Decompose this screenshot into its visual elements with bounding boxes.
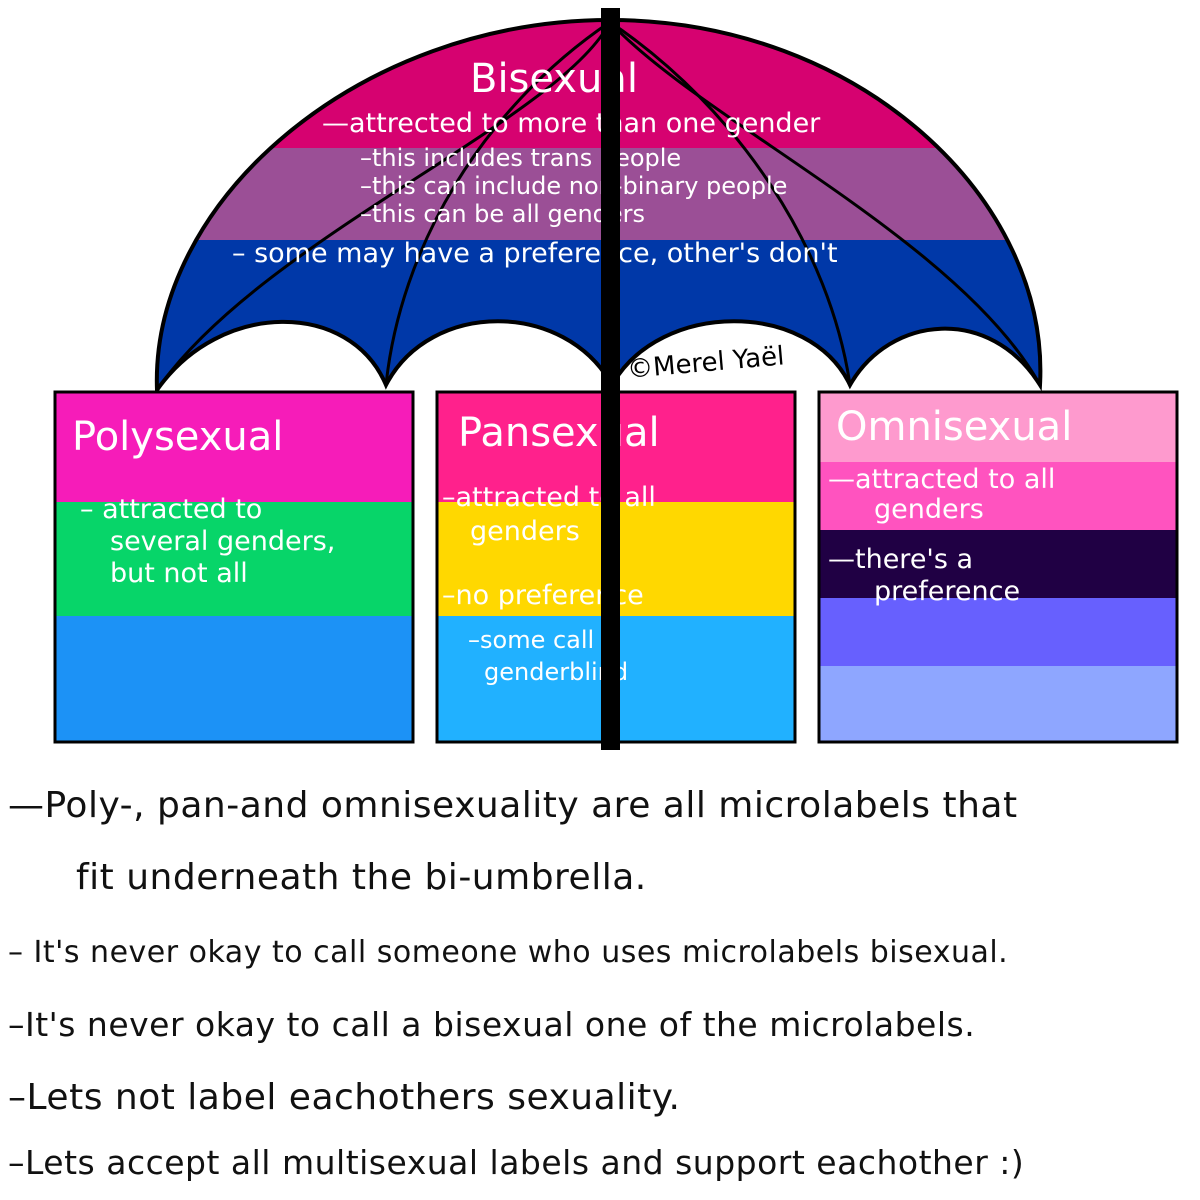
omni-stripe-dark-purple <box>819 530 1177 598</box>
umbrella-line-3: –this can include non-binary people <box>360 172 787 200</box>
omnisexual-line-3: —there's a <box>828 544 973 575</box>
omni-stripe-periwinkle <box>819 666 1177 742</box>
note-line-3: – It's never okay to call someone who us… <box>8 935 1009 970</box>
omni-stripe-light-pink <box>819 392 1177 462</box>
omnisexual-line-1: —attracted to all <box>828 464 1055 495</box>
pansexual-line-1: –attracted to all <box>442 482 656 513</box>
credit-text: ©Merel Yaël <box>626 341 786 385</box>
bi-stripe-purple <box>156 148 1041 240</box>
umbrella-outline <box>154 17 1043 397</box>
omni-stripe-violet <box>819 598 1177 666</box>
polysexual-line-2: several genders, <box>110 526 335 557</box>
polysexual-line-1: – attracted to <box>80 494 262 525</box>
omnisexual-box: Omnisexual —attracted to all genders —th… <box>817 390 1179 744</box>
umbrella-line-5: – some may have a preference, other's do… <box>232 238 838 269</box>
note-line-4: –It's never okay to call a bisexual one … <box>8 1005 976 1044</box>
omnisexual-line-2: genders <box>874 494 984 525</box>
polysexual-title: Polysexual <box>72 414 283 460</box>
umbrella-line-2: –this includes trans people <box>360 144 681 172</box>
omnisexual-title: Omnisexual <box>836 404 1072 450</box>
pansexual-line-4: –some call it <box>468 626 618 654</box>
polysexual-line-3: but not all <box>110 558 248 589</box>
poly-stripe-pink <box>55 392 413 502</box>
omni-stripe-pink <box>819 462 1177 530</box>
note-line-5: –Lets not label eachothers sexuality. <box>8 1077 681 1118</box>
note-line-2: fit underneath the bi-umbrella. <box>76 857 647 898</box>
umbrella-diagram: Bisexual —attrected to more than one gen… <box>53 8 1179 750</box>
pansexual-line-2: genders <box>470 516 580 547</box>
note-line-1: —Poly-, pan-and omnisexuality are all mi… <box>8 785 1018 826</box>
pansexual-title: Pansexual <box>458 410 660 456</box>
umbrella-line-1: —attrected to more than one gender <box>322 108 821 139</box>
umbrella-ribs <box>155 20 1042 391</box>
poly-stripe-green <box>55 502 413 616</box>
polysexual-box: Polysexual – attracted to several gender… <box>53 390 415 744</box>
umbrella-shaft <box>601 8 620 750</box>
notes-section: —Poly-, pan-and omnisexuality are all mi… <box>0 765 1200 1195</box>
poly-stripe-blue <box>55 616 413 742</box>
umbrella-line-4: –this can be all genders <box>360 200 645 228</box>
omnisexual-line-4: preference <box>874 576 1020 607</box>
note-line-6: –Lets accept all multisexual labels and … <box>8 1143 1025 1182</box>
